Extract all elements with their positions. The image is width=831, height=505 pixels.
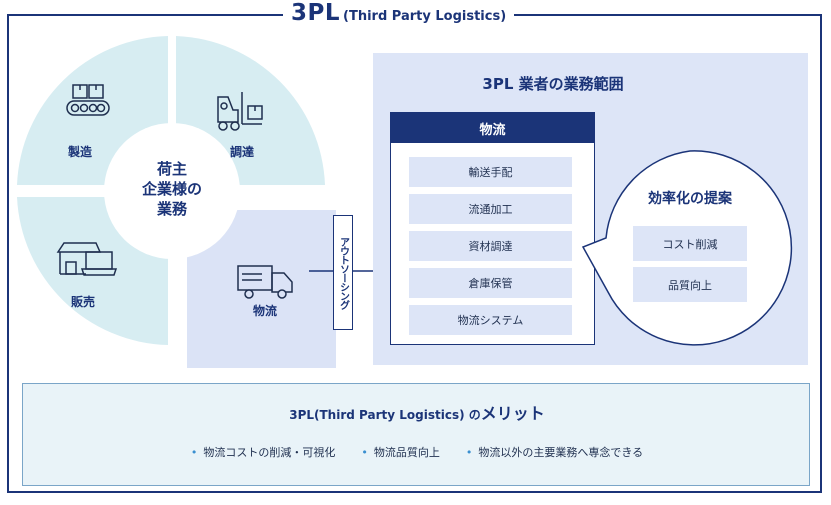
center-line-1: 荷主: [156, 160, 187, 178]
logistics-item: 流通加工: [409, 194, 572, 224]
bubble-title: 効率化の提案: [648, 191, 732, 207]
label-manufacturing: 製造: [67, 145, 92, 159]
merit-title: 3PL(Third Party Logistics) のメリット: [23, 400, 811, 424]
merit-title-suffix: メリット: [480, 404, 545, 423]
label-sales: 販売: [70, 295, 95, 309]
wheel-center: [104, 123, 240, 259]
label-procurement: 調達: [229, 145, 254, 159]
center-line-2: 企業様の: [141, 180, 202, 198]
scope-title: 3PL 業者の業務範囲: [482, 75, 624, 93]
merit-title-prefix: 3PL(Third Party Logistics) の: [289, 408, 481, 422]
shop-laptop-icon: [56, 242, 118, 276]
label-logistics: 物流: [252, 304, 277, 318]
merit-item: 物流品質向上: [361, 444, 440, 460]
center-line-3: 業務: [156, 200, 187, 218]
title-sub: (Third Party Logistics): [343, 9, 507, 24]
conveyor-boxes-icon: [66, 84, 110, 116]
outsourcing-label: アウトソーシング: [333, 215, 353, 330]
bubble-item-quality: 品質向上: [633, 267, 747, 302]
merit-item: 物流コストの削減・可視化: [191, 444, 335, 460]
merit-panel: 3PL(Third Party Logistics) のメリット 物流コストの削…: [22, 383, 810, 486]
bubble-item-cost: コスト削減: [633, 226, 747, 261]
merit-item: 物流以外の主要業務へ専念できる: [466, 444, 643, 460]
truck-icon: [237, 265, 293, 299]
logistics-item: 倉庫保管: [409, 268, 572, 298]
logistics-item: 資材調達: [409, 231, 572, 261]
merit-list: 物流コストの削減・可視化 物流品質向上 物流以外の主要業務へ専念できる: [23, 444, 811, 460]
segment-logistics: [187, 210, 336, 368]
logistics-box: 物流 輸送手配 流通加工 資材調達 倉庫保管 物流システム: [390, 112, 595, 345]
logistics-box-header: 物流: [391, 113, 594, 143]
page-title: 3PL (Third Party Logistics): [283, 0, 515, 28]
logistics-item: 物流システム: [409, 305, 572, 335]
title-main: 3PL: [291, 0, 341, 26]
forklift-icon: [217, 92, 263, 131]
wheel-center-text: 荷主 企業様の 業務: [122, 159, 222, 219]
logistics-item: 輸送手配: [409, 157, 572, 187]
